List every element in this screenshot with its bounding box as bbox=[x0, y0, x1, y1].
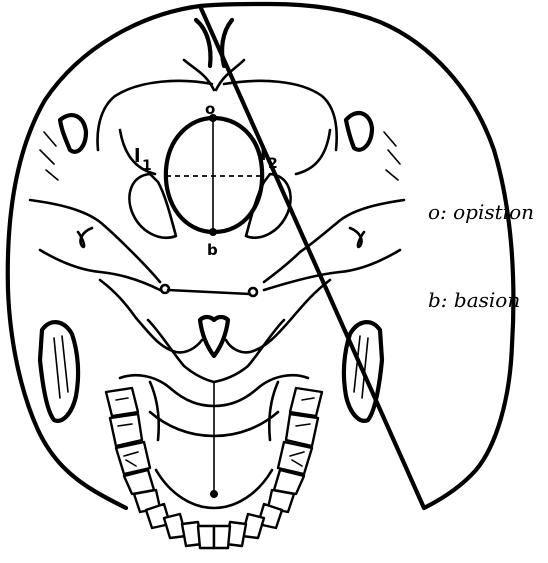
zygomatic-shading-left bbox=[54, 336, 68, 398]
mastoid-shading-left bbox=[40, 132, 58, 180]
opistion-label: o bbox=[205, 100, 215, 118]
petrous-left bbox=[30, 200, 160, 282]
tooth-left-9 bbox=[198, 526, 214, 548]
condyle-left bbox=[129, 174, 176, 238]
styloid-left bbox=[78, 228, 92, 247]
l1-subscript: 1 bbox=[142, 158, 152, 174]
sphenoid-right bbox=[226, 280, 330, 352]
tooth-right-9 bbox=[214, 526, 230, 548]
tooth-right-2 bbox=[286, 414, 318, 446]
basion-label: b bbox=[207, 241, 218, 259]
temporal-left bbox=[40, 250, 160, 290]
petrous-right bbox=[264, 200, 404, 282]
basion-point bbox=[210, 229, 217, 236]
choanae-left bbox=[148, 320, 214, 382]
nuchal-line-left bbox=[98, 81, 212, 150]
mastoid-right bbox=[346, 113, 372, 150]
temporal-right bbox=[264, 250, 400, 290]
styloid-right bbox=[350, 228, 364, 247]
mastoid-left bbox=[60, 115, 86, 152]
l2-label: l bbox=[260, 143, 267, 165]
occipital-crest bbox=[196, 20, 232, 66]
vomer bbox=[200, 317, 228, 356]
legend-opistion: o: opistion bbox=[428, 200, 534, 224]
nuchal-line-right bbox=[224, 81, 337, 150]
palate-seam-left bbox=[150, 382, 159, 440]
foramen-ovale-left bbox=[161, 285, 169, 293]
tooth-left-3 bbox=[116, 442, 150, 474]
tooth-right-1 bbox=[290, 388, 322, 416]
tooth-right-3 bbox=[278, 442, 312, 474]
foramen-ovale-right bbox=[249, 288, 257, 296]
l1-label: l bbox=[134, 145, 141, 167]
zygomatic-left bbox=[40, 322, 78, 421]
l2-subscript: 2 bbox=[268, 156, 278, 172]
incisive-point bbox=[211, 491, 218, 498]
tooth-left-1 bbox=[106, 388, 138, 416]
legend-basion: b: basion bbox=[428, 288, 520, 312]
mastoid-shading-right bbox=[384, 132, 400, 180]
palate-seam-right bbox=[269, 382, 278, 440]
foramen-magnum bbox=[166, 118, 262, 232]
condyle-right bbox=[246, 174, 291, 238]
tooth-left-2 bbox=[110, 414, 142, 446]
spheno-line bbox=[168, 290, 250, 294]
